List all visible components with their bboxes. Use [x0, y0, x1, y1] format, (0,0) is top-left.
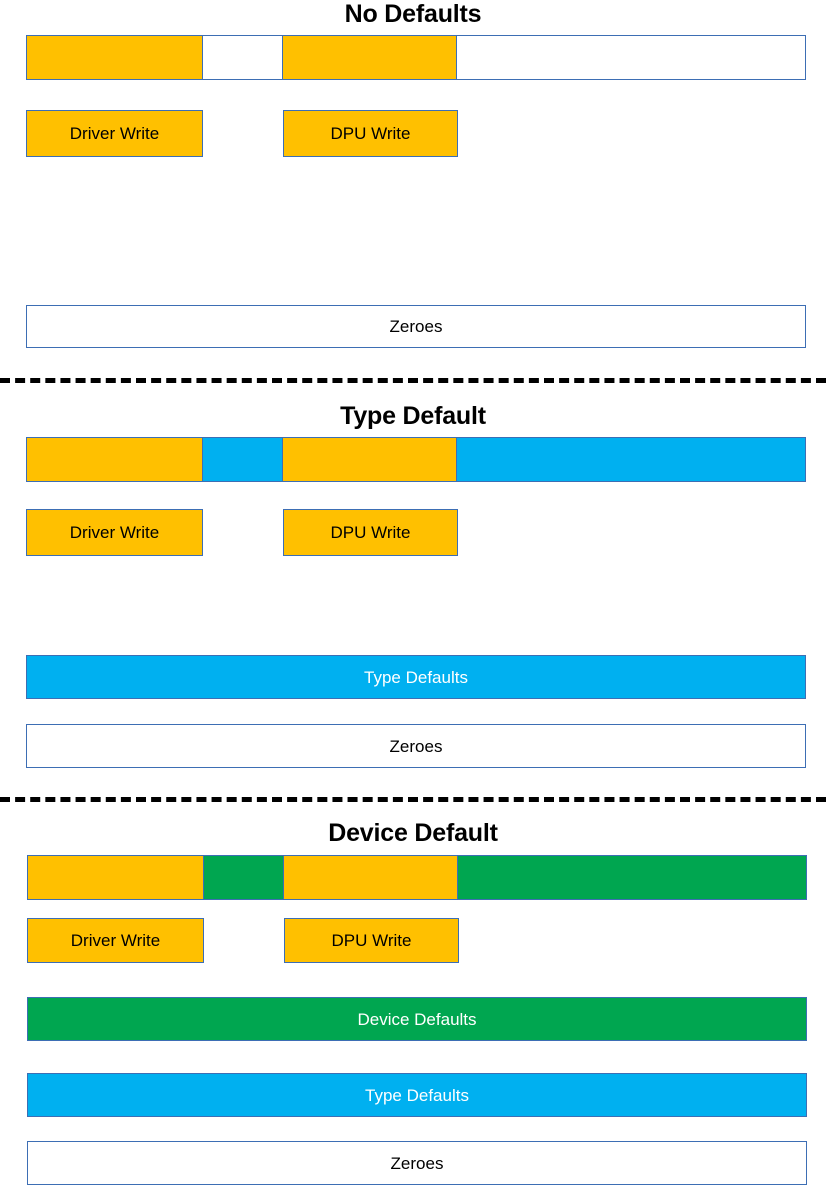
strip-segment-device-default-remainder: [457, 856, 807, 899]
box-dpu-write-type-default[interactable]: DPU Write: [283, 509, 458, 556]
section-divider-2: [0, 797, 826, 802]
layer-device-defaults-device-default[interactable]: Device Defaults: [27, 997, 807, 1041]
box-driver-write-no-defaults[interactable]: Driver Write: [26, 110, 203, 157]
strip-segment-gap: [202, 36, 284, 79]
strip-segment-dpu-write: [284, 856, 458, 899]
layer-zeroes-no-defaults[interactable]: Zeroes: [26, 305, 806, 348]
strip-segment-driver-write: [27, 438, 203, 481]
strip-segment-dpu-write: [283, 36, 457, 79]
memory-strip-no-defaults: [26, 35, 806, 80]
layer-zeroes-type-default[interactable]: Zeroes: [26, 724, 806, 768]
section-title-no-defaults: No Defaults: [344, 0, 482, 28]
strip-segment-driver-write: [28, 856, 204, 899]
layer-type-defaults-device-default[interactable]: Type Defaults: [27, 1073, 807, 1117]
strip-segment-remainder: [456, 36, 806, 79]
box-driver-write-type-default[interactable]: Driver Write: [26, 509, 203, 556]
layer-type-defaults-type-default[interactable]: Type Defaults: [26, 655, 806, 699]
strip-segment-driver-write: [27, 36, 203, 79]
section-title-device-default: Device Default: [328, 819, 498, 847]
box-dpu-write-device-default[interactable]: DPU Write: [284, 918, 459, 963]
strip-segment-type-default-gap: [202, 438, 284, 481]
memory-strip-device-default: [27, 855, 807, 900]
strip-segment-dpu-write: [283, 438, 457, 481]
strip-segment-device-default-gap: [203, 856, 285, 899]
section-title-type-default: Type Default: [340, 402, 486, 430]
layer-zeroes-device-default[interactable]: Zeroes: [27, 1141, 807, 1185]
strip-segment-type-default-remainder: [456, 438, 806, 481]
box-dpu-write-no-defaults[interactable]: DPU Write: [283, 110, 458, 157]
section-divider-1: [0, 378, 826, 383]
memory-strip-type-default: [26, 437, 806, 482]
box-driver-write-device-default[interactable]: Driver Write: [27, 918, 204, 963]
